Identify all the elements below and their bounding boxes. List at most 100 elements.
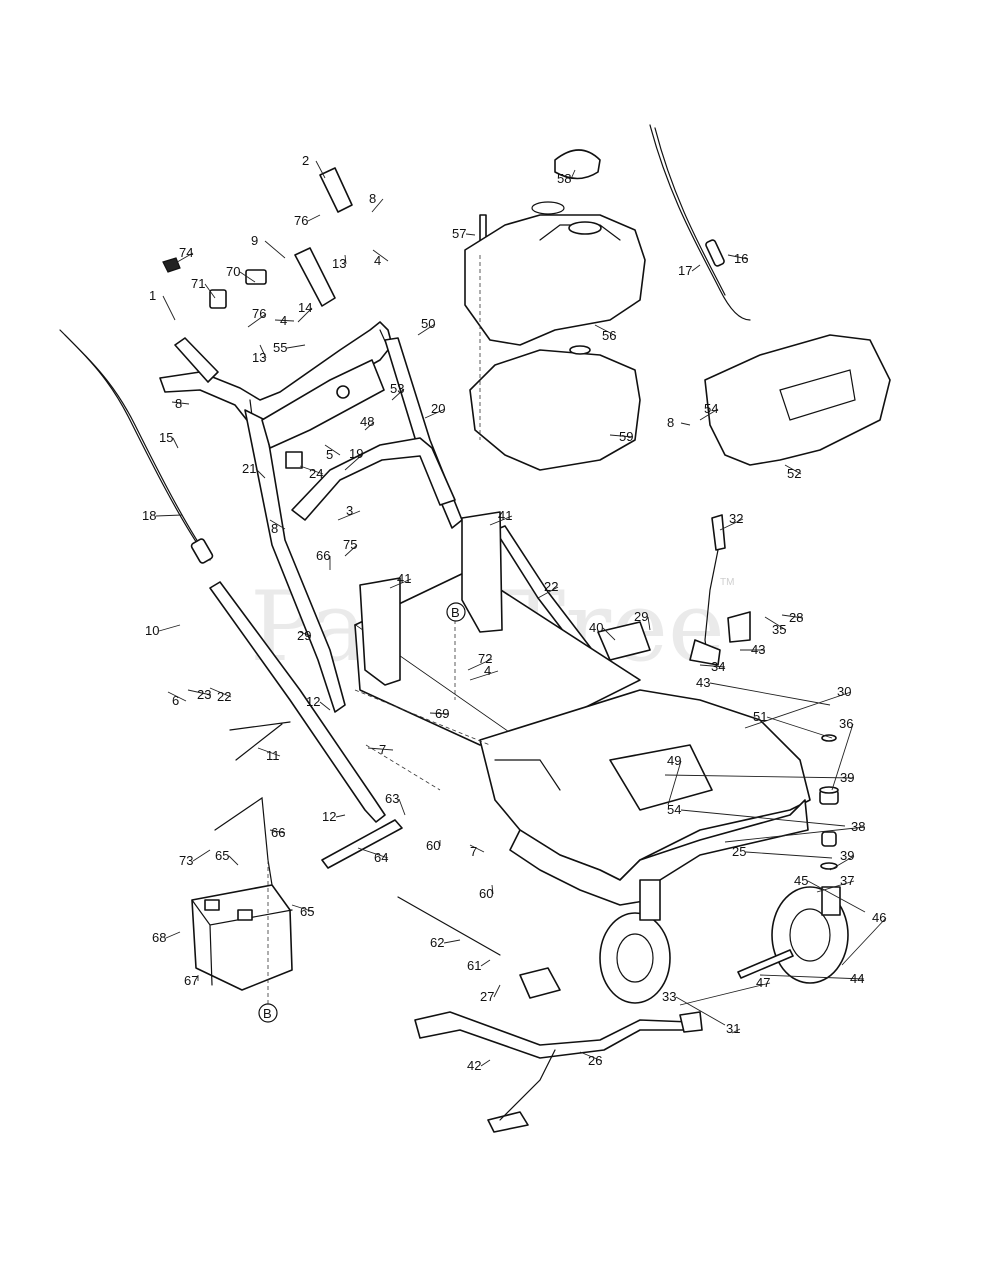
callout-leader-48: [364, 421, 375, 431]
callout-56: 56: [602, 328, 616, 343]
callout-7: 7: [379, 742, 386, 757]
callout-leader-69: [429, 712, 450, 715]
cables: [59, 124, 751, 761]
callout-leader-72: [467, 658, 493, 671]
callout-68: 68: [152, 930, 166, 945]
callout-69: 69: [435, 706, 449, 721]
callout-leader-53: [391, 388, 405, 401]
callout-60: 60: [426, 838, 440, 853]
grip-2: [319, 167, 353, 213]
callout-22: 22: [544, 579, 558, 594]
callout-leader-5: [324, 444, 341, 456]
callout-leader-44: [759, 974, 865, 980]
callout-36: 36: [839, 716, 853, 731]
callout-20: 20: [431, 401, 445, 416]
callout-leader-58: [570, 169, 576, 180]
callout-leader-43: [709, 682, 831, 706]
callout-leader-65: [228, 855, 239, 866]
callout-leader-17: [691, 264, 701, 272]
callout-leader-30: [744, 691, 852, 729]
callout-leader-54: [699, 408, 719, 421]
callout-64: 64: [374, 850, 388, 865]
callout-leader-8: [680, 422, 691, 426]
callout-leader-12: [335, 814, 346, 818]
callout-51: 51: [753, 709, 767, 724]
callout-leader-49: [667, 760, 682, 806]
callout-leader-13: [259, 344, 267, 359]
callout-leader-15: [172, 437, 179, 449]
callout-48: 48: [360, 414, 374, 429]
callout-leader-4: [469, 670, 499, 681]
grip-1: [174, 337, 219, 383]
callout-8: 8: [271, 521, 278, 536]
callout-1: 1: [149, 288, 156, 303]
callout-49: 49: [667, 753, 681, 768]
callout-leader-76: [307, 214, 321, 222]
callout-leader-21: [255, 468, 266, 479]
callout-leader-75: [344, 544, 358, 557]
callout-leader-41: [489, 515, 513, 526]
callout-8: 8: [667, 415, 674, 430]
callout-31: 31: [726, 1021, 740, 1036]
callout-47: 47: [756, 975, 770, 990]
callout-61: 61: [467, 958, 481, 973]
callout-40: 40: [589, 620, 603, 635]
callout-66: 66: [271, 825, 285, 840]
callout-38: 38: [851, 819, 865, 834]
callout-21: 21: [242, 461, 256, 476]
reference-lines: [267, 255, 491, 1005]
callout-leader-50: [417, 323, 436, 336]
callout-43: 43: [696, 675, 710, 690]
callout-leader-4: [372, 249, 389, 262]
callout-leader-73: [192, 849, 211, 862]
callout-leader-10: [158, 624, 181, 632]
callout-leader-57: [465, 233, 476, 236]
callout-leader-8: [269, 519, 286, 530]
callout-63: 63: [385, 791, 399, 806]
svg-text:B: B: [263, 1006, 272, 1021]
callout-74: 74: [179, 245, 193, 260]
callout-54: 54: [667, 802, 681, 817]
callout-9: 9: [251, 233, 258, 248]
callout-leader-45: [807, 880, 866, 913]
callout-leader-42: [480, 1059, 491, 1067]
callout-leader-11: [257, 747, 281, 757]
callout-57: 57: [452, 226, 466, 241]
callout-42: 42: [467, 1058, 481, 1073]
callout-leader-55: [286, 344, 306, 349]
callout-75: 75: [343, 537, 357, 552]
callout-55: 55: [273, 340, 287, 355]
callout-leader-19: [344, 453, 364, 471]
callout-67: 67: [184, 973, 198, 988]
callout-leader-66: [269, 829, 286, 834]
callout-leader-22: [209, 687, 232, 698]
callout-leader-62: [443, 939, 461, 944]
callout-17: 17: [678, 263, 692, 278]
callout-35: 35: [772, 622, 786, 637]
callout-leader-74: [171, 252, 194, 266]
callout-leader-9: [264, 240, 286, 259]
callout-76: 76: [252, 306, 266, 321]
callout-65: 65: [215, 848, 229, 863]
callout-11: 11: [266, 748, 280, 763]
callout-leader-32: [719, 518, 744, 531]
callout-13: 13: [252, 350, 266, 365]
callout-leader-60: [491, 884, 494, 895]
callout-leader-35: [764, 616, 787, 631]
callout-leader-14: [297, 307, 313, 323]
callout-59: 59: [619, 429, 633, 444]
callout-27: 27: [480, 989, 494, 1004]
callout-32: 32: [729, 511, 743, 526]
callout-12: 12: [322, 809, 336, 824]
callout-leader-6: [167, 691, 187, 702]
callout-leader-31: [731, 1028, 741, 1034]
callout-44: 44: [850, 971, 864, 986]
watermark-tm: TM: [720, 577, 734, 588]
callout-73: 73: [179, 853, 193, 868]
callout-leader-68: [165, 931, 181, 939]
callout-19: 19: [349, 446, 363, 461]
callout-4: 4: [484, 663, 491, 678]
grip-9: [294, 247, 336, 307]
callout-leader-22: [537, 586, 559, 599]
